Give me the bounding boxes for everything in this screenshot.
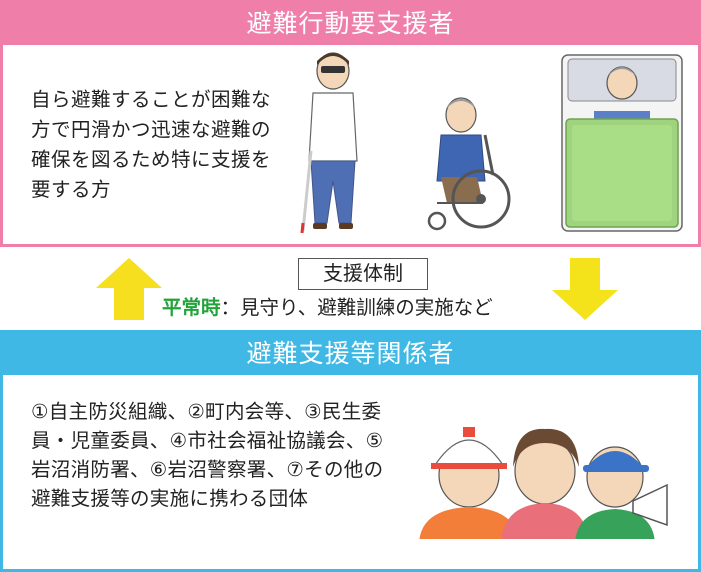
evacuation-supporters-description: ①自主防災組織、②町内会等、③民生委員・児童委員、④市社会福祉協議会、⑤岩沼消防… [31,400,384,510]
normal-time-text: ：見守り、避難訓練の実施など [220,296,493,319]
bedridden-person-illustration [561,54,683,232]
arrow-down-icon [552,258,618,320]
support-needed-title: 避難行動要支援者 [3,3,698,45]
visually-impaired-person-illustration [300,52,358,234]
supporters-group-illustration [411,427,679,543]
wheelchair-user-illustration [427,97,511,231]
normal-time-line: 平常時：見守り、避難訓練の実施など [162,294,493,322]
evacuation-supporters-title: 避難支援等関係者 [3,333,698,375]
support-needed-description: 自ら避難することが困難な方で円滑かつ迅速な避難の確保を図るため特に支援を要する方 [31,88,272,201]
normal-time-label: 平常時 [162,296,221,319]
evacuation-supporters-panel: 避難支援等関係者 ①自主防災組織、②町内会等、③民生委員・児童委員、④市社会福祉… [0,330,701,572]
support-needed-panel: 避難行動要支援者 自ら避難することが困難な方で円滑かつ迅速な避難の確保を図るため… [0,0,701,247]
support-system-label: 支援体制 [298,258,428,290]
arrow-up-icon [96,258,162,320]
